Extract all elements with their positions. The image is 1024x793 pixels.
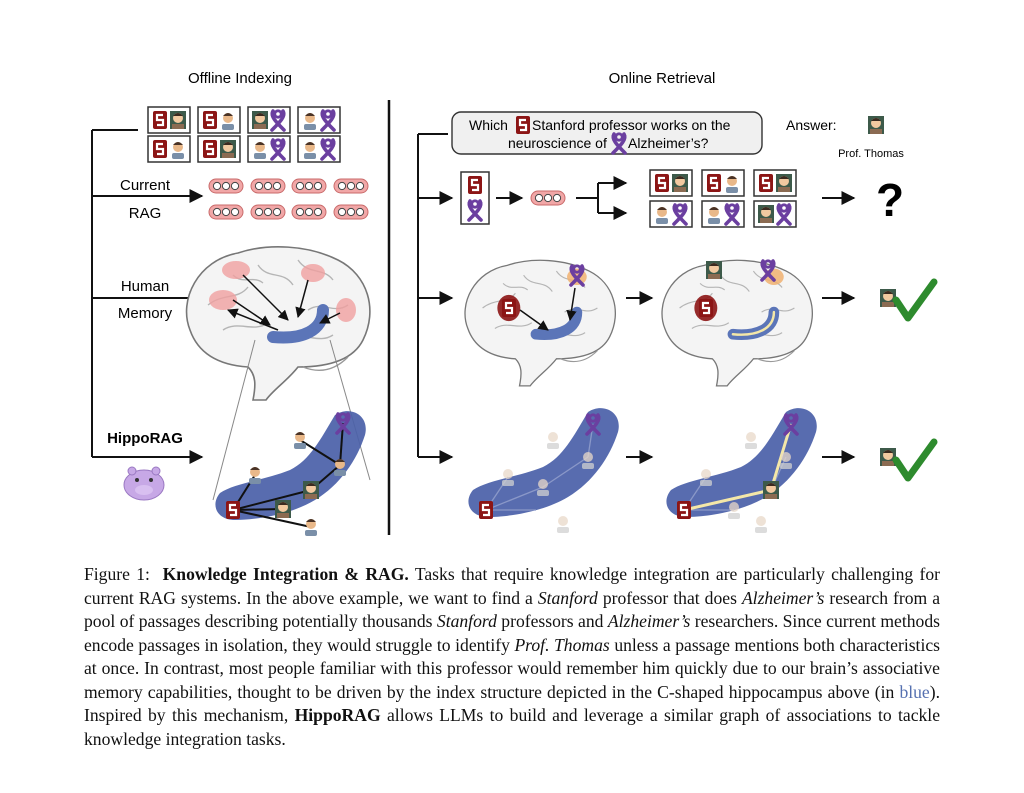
rag-fork-arrows <box>576 176 628 220</box>
stanford-logo-icon <box>151 109 169 131</box>
caption-italic: Alzheimer’s <box>741 587 825 608</box>
caption-text: professor that does <box>602 587 737 608</box>
caption-italic: Alzheimer’s <box>607 611 691 631</box>
professor-avatar-icon <box>880 448 896 466</box>
stanford-logo-icon <box>500 297 518 319</box>
caption-title: Knowledge Integration & RAG. <box>162 564 409 584</box>
query-embedding <box>530 190 566 206</box>
rag-query-card <box>460 171 490 225</box>
query-line1-start: Which <box>469 117 508 133</box>
caption-text: unless a passage mentions both character… <box>84 634 940 702</box>
check-icon <box>892 278 938 322</box>
caption-text: professors and <box>501 611 604 631</box>
professor-avatar-icon <box>170 111 186 129</box>
caption-text: Tasks that require knowledge integration… <box>84 564 941 608</box>
query-line1-end: Stanford professor works on the <box>532 117 731 133</box>
caption-italic: Prof. Thomas <box>514 634 610 655</box>
unknown-result-mark: ? <box>876 174 904 226</box>
label-human: Human <box>121 278 169 295</box>
query-box: Which Stanford professor works on the ne… <box>451 111 763 155</box>
professor-avatar-icon <box>706 261 722 279</box>
caption-bold: HippoRAG <box>294 705 381 725</box>
caption-text: ). Inspired by this mechanism, <box>84 681 940 726</box>
retrieved-passages <box>649 169 797 228</box>
caption-text: researchers. Since current methods encod… <box>84 611 940 655</box>
figure-1-diagram: Offline Indexing Online Retrieval <box>91 70 938 536</box>
brain-query-icon <box>464 259 617 387</box>
caption-blue-word: blue <box>899 681 930 702</box>
answer-name: Prof. Thomas <box>838 148 904 160</box>
hippocampus-query-graph <box>468 408 619 533</box>
figure-caption: Figure 1: Knowledge Integration & RAG. T… <box>84 563 940 751</box>
brain-recall-icon <box>661 259 814 387</box>
label-rag: RAG <box>129 205 162 222</box>
stanford-logo-icon <box>697 297 715 319</box>
answer-label: Answer: <box>786 117 837 133</box>
check-icon <box>892 438 938 482</box>
label-current: Current <box>120 177 171 194</box>
passage-grid <box>147 106 341 163</box>
caption-text: allows LLMs to build and leverage a simi… <box>84 705 940 749</box>
caption-text: research from a pool of passages describ… <box>84 587 941 632</box>
hippocampus-graph <box>215 411 366 536</box>
online-retrieval-title: Online Retrieval <box>609 70 716 87</box>
label-memory: Memory <box>118 305 173 322</box>
caption-italic: Stanford <box>436 611 497 631</box>
zoom-lines <box>212 339 371 501</box>
brain-icon <box>185 246 371 401</box>
embedding-vectors <box>208 178 369 220</box>
query-line2-start: neuroscience of <box>508 135 607 151</box>
hippocampus-path-graph <box>666 408 817 533</box>
hippo-icon <box>123 466 165 501</box>
brain-arrows <box>519 287 577 331</box>
query-line2-end: Alzheimer’s? <box>628 135 709 151</box>
online-bracket <box>417 133 454 464</box>
offline-indexing-title: Offline Indexing <box>188 70 292 87</box>
caption-italic: Stanford <box>537 587 598 608</box>
label-hipporag: HippoRAG <box>107 430 183 447</box>
caption-label: Figure 1: <box>84 564 150 584</box>
answer-professor-icon <box>868 116 884 134</box>
offline-bracket <box>91 129 204 464</box>
